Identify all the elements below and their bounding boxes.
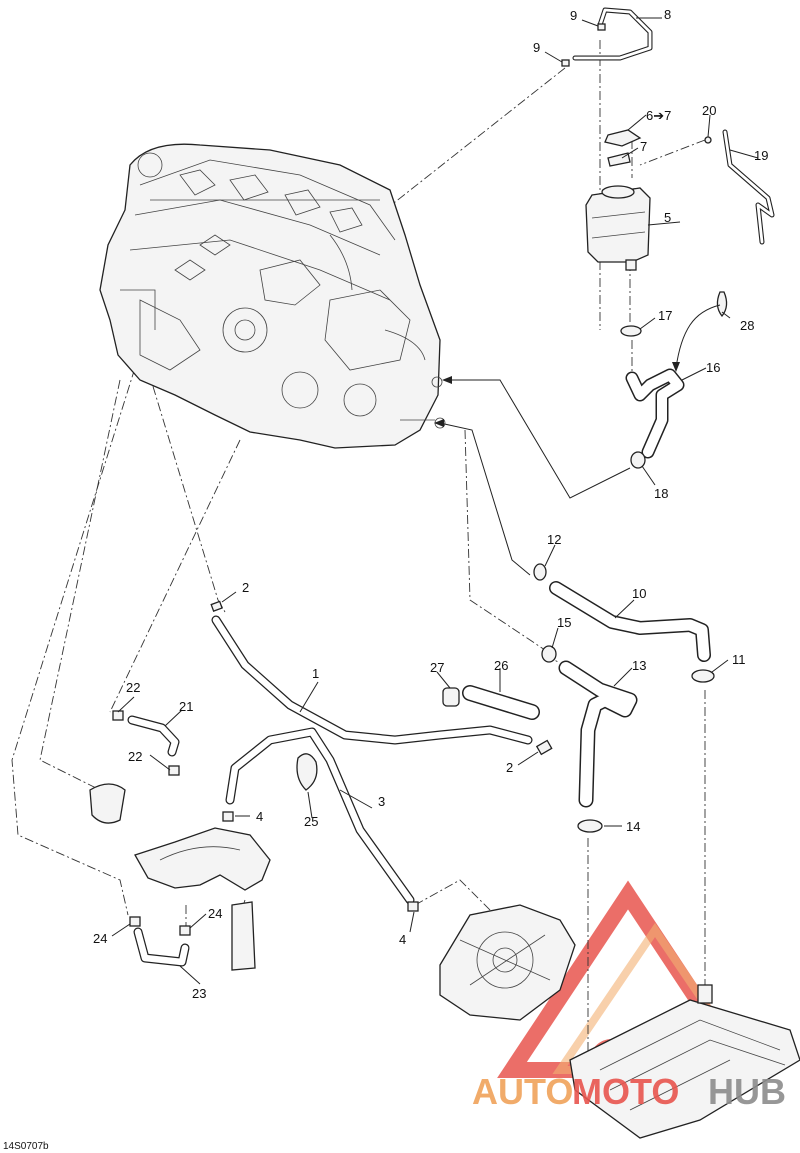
- callout-26: 26: [494, 658, 508, 673]
- clamp-2: [210, 600, 553, 756]
- callout-3: 3: [378, 794, 385, 809]
- callout-6: 6➔7: [646, 108, 671, 123]
- ride-plate: [569, 984, 800, 1139]
- callout-11: 11: [732, 652, 746, 667]
- callout-18: 18: [654, 486, 668, 501]
- clamp-24: [129, 916, 191, 936]
- watermark-text: AUTO MOTO HUB: [472, 1071, 786, 1112]
- hose-3: [225, 727, 415, 905]
- hose-21: [127, 715, 180, 757]
- callout-4-upper: 4: [256, 809, 263, 824]
- engine-assembly: [99, 143, 446, 449]
- callout-4-lower: 4: [399, 932, 406, 947]
- callout-2-top: 2: [242, 580, 249, 595]
- clamp-22: [112, 710, 180, 776]
- callout-20: 20: [702, 103, 716, 118]
- callout-14: 14: [626, 819, 640, 834]
- overflow-hose-8: [572, 7, 653, 61]
- callout-19: 19: [754, 148, 768, 163]
- hose-26: [462, 685, 540, 720]
- callout-15: 15: [557, 615, 571, 630]
- tie-28: [716, 291, 728, 318]
- callout-24-right: 24: [208, 906, 222, 921]
- hose-10: [549, 581, 711, 662]
- callout-1: 1: [312, 666, 319, 681]
- clamp-11: [691, 669, 715, 683]
- expansion-tank: [585, 185, 651, 271]
- clamp-17: [620, 325, 642, 337]
- callout-7: 7: [640, 139, 647, 154]
- callout-9-top: 9: [570, 8, 577, 23]
- hose-13: [558, 660, 638, 808]
- callout-24-left: 24: [93, 931, 107, 946]
- clamp-14: [577, 819, 603, 833]
- clamp-4: [222, 811, 419, 912]
- leader-lines: [111, 17, 759, 985]
- clamp-12: [533, 563, 547, 581]
- exhaust-manifold: [89, 783, 271, 971]
- callout-9-left: 9: [533, 40, 540, 55]
- callout-21: 21: [179, 699, 193, 714]
- callout-labels: 1 2 2 3 4 4 5 6➔7 7 8 9 9 10 11 12 13 14…: [93, 7, 768, 1001]
- callout-12: 12: [547, 532, 561, 547]
- callout-10: 10: [632, 586, 646, 601]
- callout-17: 17: [658, 308, 672, 323]
- callout-13: 13: [632, 658, 646, 673]
- callout-8: 8: [664, 7, 671, 22]
- hose-23: [133, 927, 190, 967]
- callout-27: 27: [430, 660, 444, 675]
- alignment-dashed-lines: [11, 40, 706, 1060]
- fitting-27: [442, 687, 460, 707]
- clamp-9: [561, 23, 606, 67]
- clamp-15: [541, 645, 557, 663]
- hose-1: [211, 615, 533, 745]
- callout-23: 23: [192, 986, 206, 1001]
- fitting-20: [704, 136, 712, 144]
- tank-cap: [604, 129, 642, 167]
- flow-arrows: [434, 304, 721, 576]
- callout-22-lower: 22: [128, 749, 142, 764]
- watermark-hub: HUB: [708, 1071, 786, 1112]
- watermark-auto: AUTO: [472, 1071, 573, 1112]
- callout-25: 25: [304, 814, 318, 829]
- callout-2-bottom: 2: [506, 760, 513, 775]
- hose-16: [625, 368, 685, 459]
- clamp-18: [630, 451, 646, 469]
- band-25: [296, 753, 318, 791]
- vent-hose-19: [722, 129, 775, 245]
- callout-16: 16: [706, 360, 720, 375]
- callout-5: 5: [664, 210, 671, 225]
- callout-22-upper: 22: [126, 680, 140, 695]
- callout-28: 28: [740, 318, 754, 333]
- pump-housing: [439, 904, 576, 1021]
- figure-code: 14S0707b: [3, 1141, 49, 1152]
- watermark-moto: MOTO: [572, 1071, 679, 1112]
